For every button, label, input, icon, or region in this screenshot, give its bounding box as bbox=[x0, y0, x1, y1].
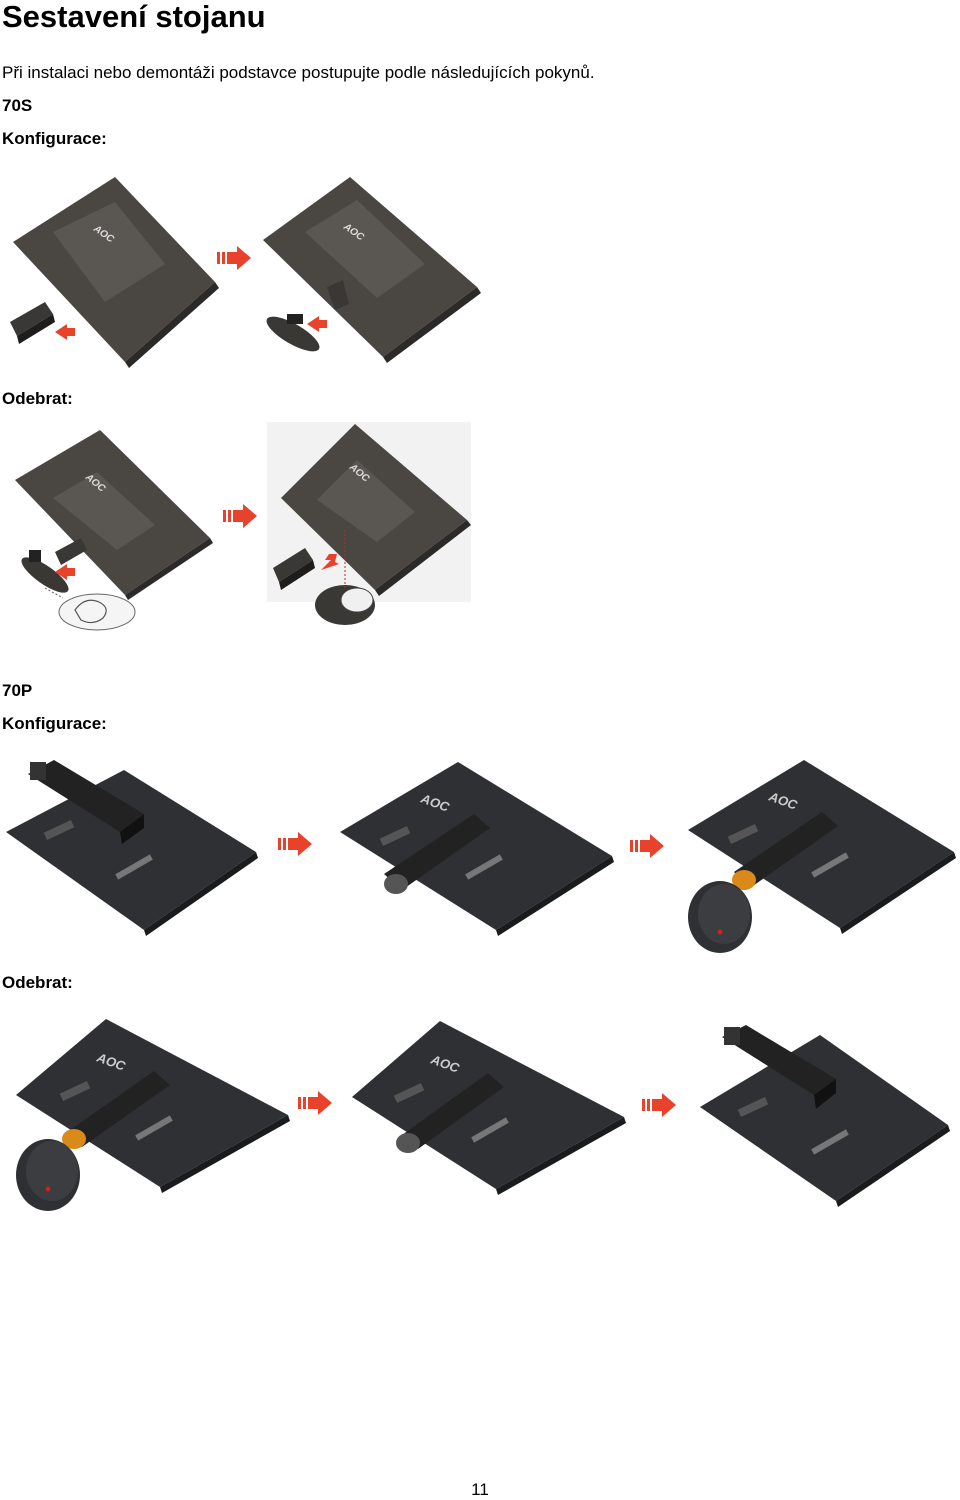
model-70s-heading: 70S bbox=[2, 96, 33, 115]
next-step-arrow-icon bbox=[630, 834, 664, 858]
70s-configure-label: Konfigurace: bbox=[2, 129, 107, 148]
monitor-back-image bbox=[6, 770, 258, 936]
stand-neck-image bbox=[732, 812, 838, 890]
stand-base-image bbox=[16, 1139, 80, 1211]
70p-configure-figure: AOC AOC bbox=[4, 752, 956, 962]
monitor-back-image: AOC bbox=[340, 762, 614, 936]
stand-neck-image bbox=[28, 760, 144, 844]
monitor-back-image: AOC bbox=[16, 1019, 290, 1193]
monitor-back-image: AOC bbox=[352, 1021, 626, 1195]
release-detail-image bbox=[44, 587, 136, 631]
monitor-back-image: AOC bbox=[13, 177, 219, 368]
model-70p-heading: 70P bbox=[2, 681, 33, 700]
monitor-back-image: AOC bbox=[688, 760, 956, 934]
arrow-icon bbox=[55, 324, 75, 340]
stand-base-image bbox=[266, 314, 320, 352]
70p-configure-label: Konfigurace: bbox=[2, 714, 107, 733]
stand-neck-image bbox=[396, 1073, 504, 1153]
70s-remove-label: Odebrat: bbox=[2, 389, 73, 408]
stand-neck-image bbox=[722, 1025, 836, 1109]
stand-neck-image bbox=[10, 302, 55, 344]
intro-text: Při instalaci nebo demontáži podstavce p… bbox=[2, 63, 595, 82]
arrow-icon bbox=[321, 554, 339, 570]
70p-remove-label: Odebrat: bbox=[2, 973, 73, 992]
70s-configure-figure: AOC AOC bbox=[5, 172, 485, 368]
stand-base-image bbox=[315, 530, 375, 625]
next-step-arrow-icon bbox=[217, 246, 251, 270]
stand-neck-image bbox=[62, 1071, 170, 1149]
next-step-arrow-icon bbox=[278, 832, 312, 856]
stand-neck-image bbox=[273, 548, 315, 590]
70p-remove-figure: AOC AOC bbox=[10, 1015, 954, 1220]
monitor-back-image bbox=[700, 1035, 950, 1207]
page-number: 11 bbox=[471, 1480, 489, 1499]
arrow-icon bbox=[307, 316, 327, 332]
monitor-back-image: AOC bbox=[263, 177, 481, 363]
arrow-icon bbox=[55, 564, 75, 580]
page-title: Sestavení stojanu bbox=[2, 0, 266, 34]
monitor-back-image: AOC bbox=[15, 430, 213, 600]
next-step-arrow-icon bbox=[223, 504, 257, 528]
next-step-arrow-icon bbox=[642, 1093, 676, 1117]
next-step-arrow-icon bbox=[298, 1091, 332, 1115]
stand-neck-image bbox=[384, 814, 490, 894]
70s-remove-figure: AOC AOC bbox=[5, 420, 475, 635]
stand-base-image bbox=[21, 550, 69, 593]
stand-base-image bbox=[688, 881, 752, 953]
